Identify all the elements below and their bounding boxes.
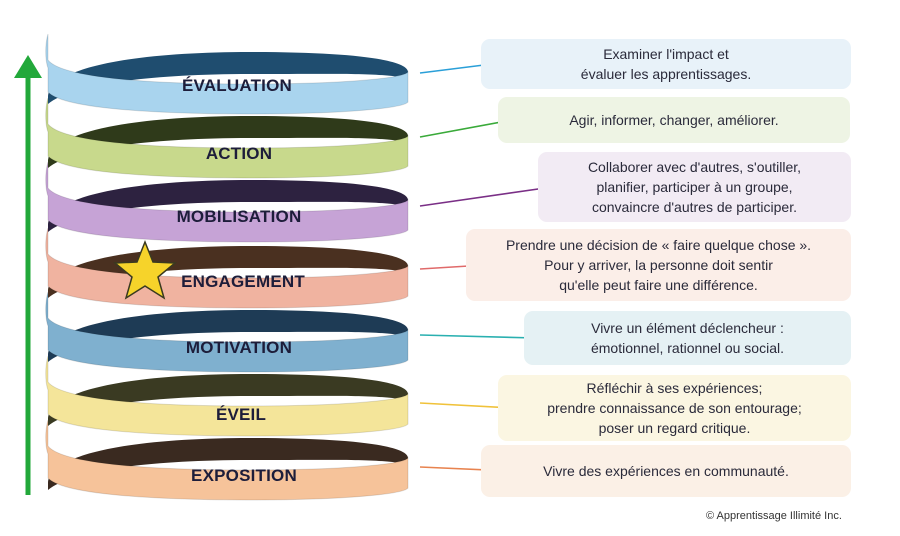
spiral-band-6: ÉVEIL (45, 355, 409, 437)
spiral-band-7: EXPOSITION (45, 419, 409, 501)
stage-description-box: Vivre un élément déclencheur : émotionne… (524, 311, 851, 365)
band-back-side (48, 116, 408, 168)
band-front-face (45, 97, 409, 179)
stage-label: MOBILISATION (177, 207, 302, 226)
band-front-face (45, 291, 409, 373)
stage-description-box: Vivre des expériences en communauté. (481, 445, 851, 497)
stage-label: ÉVEIL (216, 405, 266, 424)
spiral-band-1: ÉVALUATION (45, 33, 409, 115)
stage-description-text: Vivre des expériences en communauté. (543, 463, 789, 479)
spiral-band-3: MOBILISATION (45, 161, 409, 243)
band-back-side (48, 374, 408, 426)
stage-label: ÉVALUATION (182, 76, 292, 95)
stage-description-text: Vivre un élément déclencheur : émotionne… (590, 320, 784, 356)
stage-label: ACTION (206, 144, 272, 163)
connector-line (419, 63, 493, 74)
spiral-band-5: MOTIVATION (45, 291, 409, 373)
stage-label: EXPOSITION (191, 466, 297, 485)
connector-line (419, 186, 553, 207)
copyright-text: © Apprentissage Illimité Inc. (706, 510, 842, 522)
connector-line (419, 402, 513, 409)
stage-label: MOTIVATION (186, 338, 292, 357)
stage-description-box: Collaborer avec d'autres, s'outiller, pl… (538, 152, 851, 222)
band-front-face (45, 161, 409, 243)
stage-description-text: Examiner l'impact et évaluer les apprent… (580, 46, 752, 82)
spiral-band-2: ACTION (45, 97, 409, 179)
connector-line (419, 119, 513, 138)
band-back-side (48, 438, 408, 490)
stage-description-box: Prendre une décision de « faire quelque … (466, 229, 851, 301)
band-front-face (45, 33, 409, 115)
connector-line (419, 334, 537, 339)
band-front-face (45, 419, 409, 501)
stage-description-text: Réfléchir à ses expériences; prendre con… (547, 380, 802, 436)
stage-label: ENGAGEMENT (181, 272, 305, 291)
band-front-face (45, 355, 409, 437)
progress-arrow (14, 55, 42, 495)
stage-description-box: Agir, informer, changer, améliorer. (498, 97, 850, 143)
star-icon (113, 239, 177, 300)
stage-description-text: Agir, informer, changer, améliorer. (569, 112, 779, 128)
band-back-side (48, 180, 408, 232)
stage-description-box: Réfléchir à ses expériences; prendre con… (498, 375, 851, 441)
stage-description-text: Prendre une décision de « faire quelque … (505, 237, 812, 293)
band-back-side (48, 310, 408, 362)
band-back-side (48, 52, 408, 104)
stage-description-box: Examiner l'impact et évaluer les apprent… (481, 39, 851, 89)
spiral-bands: EXPOSITION ÉVEIL MOTIVATION ENGAGEMENT MOBIL… (45, 33, 409, 501)
stage-description-text: Collaborer avec d'autres, s'outiller, pl… (587, 159, 802, 215)
